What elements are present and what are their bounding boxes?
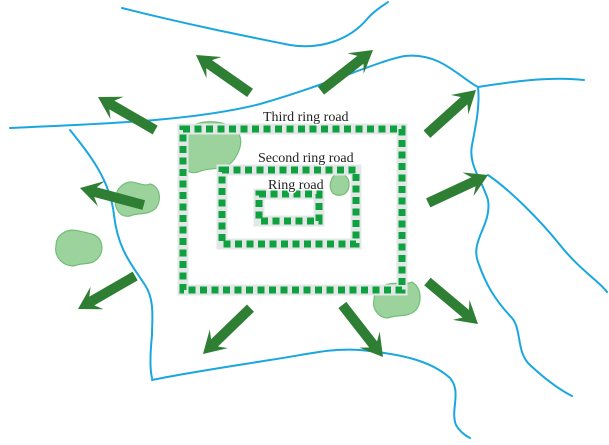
- river-top: [121, 1, 389, 48]
- river-upper: [9, 54, 585, 129]
- expansion-arrow: [312, 39, 382, 101]
- ring-roads: [177, 123, 408, 296]
- first-ring-road-label: Ring road: [268, 178, 324, 193]
- third-ring-road-label: Third ring road: [263, 110, 349, 125]
- expansion-arrows: [71, 39, 494, 366]
- green-area: [55, 229, 103, 267]
- second-ring-road-label: Second ring road: [258, 151, 354, 166]
- river-right-outer: [487, 174, 608, 293]
- river-right-inner: [470, 86, 573, 397]
- expansion-arrow: [419, 271, 487, 334]
- expansion-arrow: [71, 264, 142, 321]
- third-ring-road: [179, 125, 406, 294]
- green-area: [329, 173, 350, 196]
- rivers: [9, 1, 608, 439]
- first-ring-road: [255, 190, 323, 225]
- river-bottom: [151, 348, 471, 439]
- expansion-arrow: [91, 85, 162, 142]
- expansion-arrow: [188, 44, 258, 104]
- river-left: [69, 129, 154, 379]
- expansion-arrow: [193, 298, 260, 364]
